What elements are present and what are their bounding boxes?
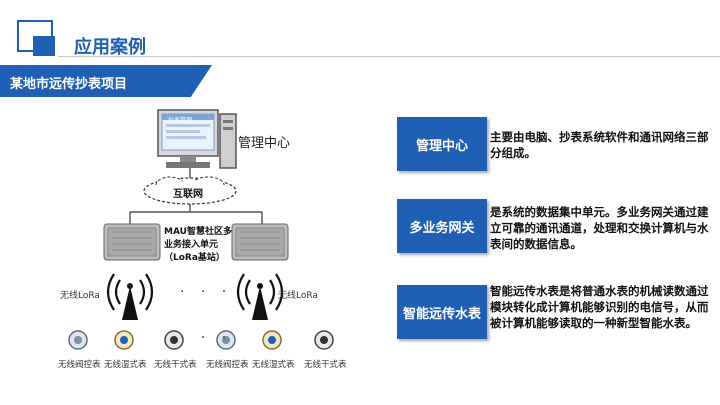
center-label: 管理中心 xyxy=(238,136,291,151)
meter-label-6: 无线干式表 xyxy=(304,360,347,370)
meter-label-3: 无线干式表 xyxy=(154,360,197,370)
mau-line-1: MAU智慧社区多 xyxy=(164,227,232,237)
meter-label-5: 无线湿式表 xyxy=(252,360,295,370)
mau-label: MAU智慧社区多 业务接入单元 （LoRa基站） xyxy=(164,226,232,265)
antenna-right-icon xyxy=(236,273,284,320)
meter-2-icon xyxy=(114,330,134,350)
meter-4-icon xyxy=(216,330,236,350)
title-square-icon xyxy=(17,20,57,56)
screen-text: 抄表管理 xyxy=(168,116,192,124)
cloud-icon xyxy=(143,176,237,205)
antenna-left-icon xyxy=(106,273,154,320)
gateway-right-icon xyxy=(231,223,289,261)
desc-management-center: 主要由电脑、抄表系统软件和通讯网络三部分组成。 xyxy=(490,130,709,160)
network-diagram: 抄表管理 xyxy=(40,100,370,400)
wireless-right-label: 无线LoRa xyxy=(278,291,318,301)
gateway-left-icon xyxy=(103,223,161,261)
page-title: 应用案例 xyxy=(74,37,146,58)
wireless-left-label: 无线LoRa xyxy=(60,291,100,301)
desc-smart-water-meter: 智能远传水表是将普通水表的机械读数通过模块转化成计算机能够识别的电信号，从而被计… xyxy=(490,284,709,330)
desc-multi-service-gateway: 是系统的数据集中单元。多业务网关通过建立可靠的通讯通道，处理和交换计算机与水表间… xyxy=(490,205,709,251)
meter-1-icon xyxy=(68,330,88,350)
meter-6-icon xyxy=(314,330,334,350)
dots-bottom: · · · xyxy=(180,330,233,346)
box-management-center: 管理中心 xyxy=(397,117,487,171)
box-multi-service-gateway: 多业务网关 xyxy=(397,199,487,253)
subtitle-banner xyxy=(0,65,212,97)
box-smart-water-meter: 智能远传水表 xyxy=(397,285,487,339)
mau-line-3: （LoRa基站） xyxy=(164,253,225,263)
meter-label-4: 无线阀控表 xyxy=(206,360,249,370)
meter-3-icon xyxy=(164,330,184,350)
meter-label-2: 无线湿式表 xyxy=(104,360,147,370)
diagram-graphics: 抄表管理 xyxy=(68,109,334,350)
title-divider xyxy=(58,56,720,57)
dots-top: · · · xyxy=(180,284,233,300)
mau-line-2: 业务接入单元 xyxy=(164,240,219,250)
internet-label: 互联网 xyxy=(173,189,203,200)
meter-5-icon xyxy=(262,330,282,350)
subtitle-text: 某地市远传抄表项目 xyxy=(10,77,128,92)
meter-label-1: 无线阀控表 xyxy=(58,360,101,370)
computer-icon xyxy=(157,109,237,169)
